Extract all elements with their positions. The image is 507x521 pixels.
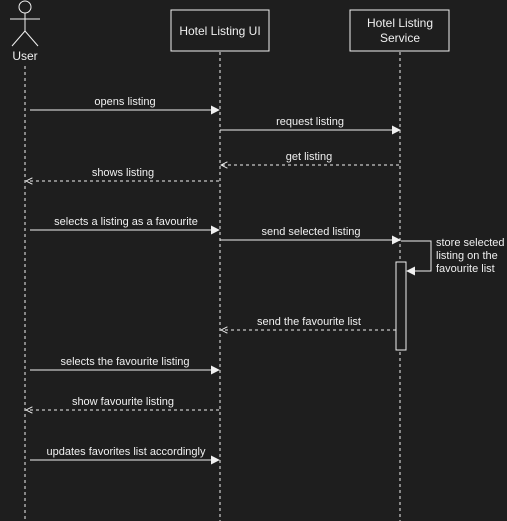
participant-box (349, 9, 450, 52)
user-actor: User (10, 0, 40, 63)
message-request-listing: request listing (220, 116, 401, 135)
message-label: updates favorites list accordingly (47, 446, 206, 458)
participant-label: Hotel Listing UI (179, 24, 260, 38)
message-label: shows listing (92, 167, 154, 179)
message-label: send selected listing (261, 226, 360, 238)
message-send-selected-listing: send selected listing (220, 226, 401, 245)
participant-box (170, 9, 270, 52)
message-label: selects a listing as a favourite (54, 216, 198, 228)
message-label-line-1: store selected (436, 237, 504, 249)
message-selects-favourite: selects a listing as a favourite (30, 216, 220, 235)
participant-hotel-listing-ui: Hotel Listing UI (170, 9, 270, 52)
message-get-listing: get listing (221, 151, 399, 165)
message-updates-favorites: updates favorites list accordingly (30, 446, 220, 465)
message-label: get listing (286, 151, 332, 163)
message-label: opens listing (94, 96, 155, 108)
message-label: request listing (276, 116, 344, 128)
activation-bar (395, 261, 407, 351)
message-send-favourite-list: send the favourite list (221, 316, 396, 330)
message-opens-listing: opens listing (30, 96, 220, 115)
stick-figure-icon (10, 0, 40, 47)
message-store-selected-self: store selected listing on the favourite … (401, 237, 504, 276)
message-label: send the favourite list (257, 316, 361, 328)
participant-label-line-2: Service (380, 31, 420, 45)
participant-hotel-listing-service: Hotel Listing Service (349, 9, 450, 52)
message-label: selects the favourite listing (60, 356, 189, 368)
message-shows-listing: shows listing (26, 167, 219, 181)
participant-label-line-1: Hotel Listing (367, 16, 433, 30)
message-label-line-2: listing on the (436, 250, 498, 262)
message-selects-favourite-listing: selects the favourite listing (30, 356, 220, 375)
message-label-line-3: favourite list (436, 263, 495, 275)
message-label: show favourite listing (72, 396, 174, 408)
user-label: User (12, 49, 37, 63)
message-show-favourite-listing: show favourite listing (26, 396, 219, 410)
